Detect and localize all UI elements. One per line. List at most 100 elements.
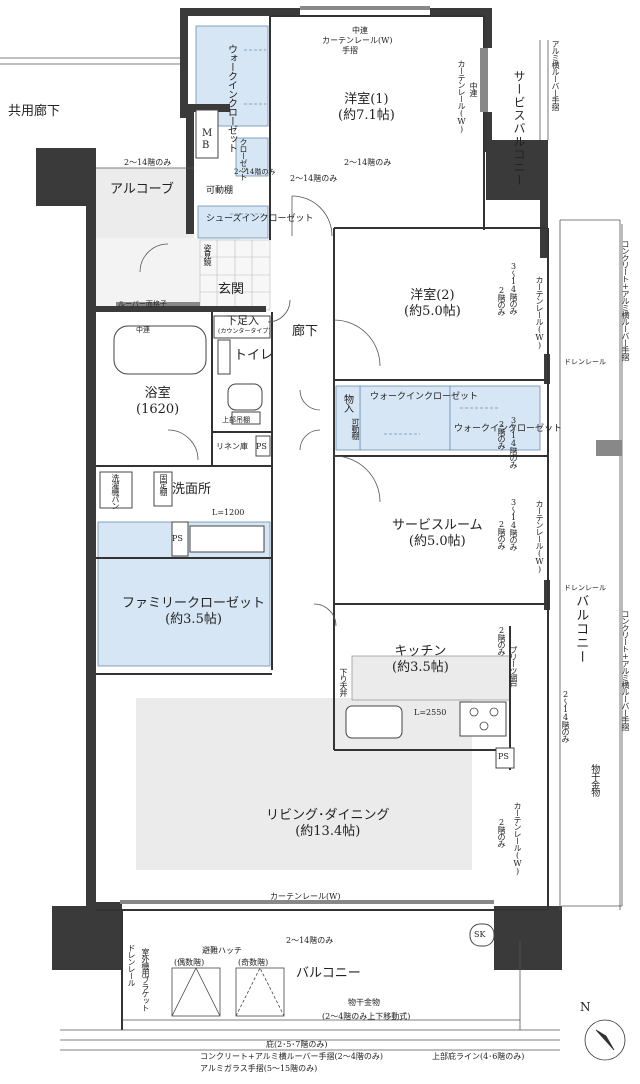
louver-lattice-label: ルーバー面格子 (118, 300, 167, 308)
window-frames (116, 6, 622, 904)
floors-balcony-right-label: 2～14階のみ (561, 690, 570, 742)
chuuren-western1-label: 中連 (469, 82, 478, 96)
living-name: リビング･ダイニング (266, 808, 390, 823)
sk-label: SK (474, 930, 486, 939)
north-compass (584, 1019, 626, 1061)
chuuren-top-label: 中連 (352, 26, 368, 35)
linen-label: リネン庫 (216, 442, 248, 451)
pleats-screen-label: プリーツ網戸 (509, 646, 518, 688)
floors-service-a-label: 3～14階のみ (509, 498, 518, 550)
even-floors-label: (偶数階) (174, 958, 205, 967)
curtain-rail-bottom-label: カーテンレール(W) (270, 892, 341, 901)
shitaashiire-sub-label: (カウンタータイプ) (218, 328, 271, 335)
walls (36, 8, 562, 970)
handrail-top-label: 手摺 (342, 46, 358, 55)
kitchen-size: (約3.5帖) (392, 660, 449, 676)
outdoor-bracket-label: 室外機用ブラケット (141, 948, 150, 1011)
mb-bottom-label: B (202, 140, 210, 151)
floors-western2-a-label: 3～14階のみ (509, 262, 518, 314)
western2-size: (約5.0帖) (404, 304, 461, 320)
clothes-hanger-bottom-sub-label: (2～4階のみ上下移動式) (322, 1012, 411, 1021)
living-size: (約13.4帖) (295, 824, 361, 840)
mirror-label: 姿見鏡 (203, 244, 212, 265)
wic3-label: ウォークインクローゼット (454, 424, 563, 434)
bath-label: 浴室 (1620) (136, 386, 179, 419)
storage-item-label: 物入 (341, 394, 353, 412)
western1-name: 洋室(1) (344, 92, 389, 107)
service-room-size: (約5.0帖) (408, 534, 466, 550)
floors-bottom-label: 2～14階のみ (286, 936, 334, 945)
clothes-hanger-bottom-label: 物干金物 (348, 998, 380, 1007)
western1-size: (約7.1帖) (338, 108, 395, 124)
service-room-name: サービスルーム (392, 518, 483, 533)
balcony-right-label: バルコニー (573, 594, 589, 664)
clothes-hanger-right-label: 物干金物 (589, 764, 600, 796)
concrete-rail-right2-label: コンクリート+アルミ横ルーバー手摺 (621, 610, 630, 730)
kitchen-label: キッチン (約3.5帖) (392, 644, 449, 677)
rail-western2-label: カーテンレール(W) (535, 276, 544, 349)
floors-right-label: 2～14階のみ (344, 158, 392, 167)
counter-length-label: L=2550 (414, 708, 447, 717)
fixed-shelf-label: 固定棚 (159, 474, 168, 495)
floors-left-label: 2～14階のみ (124, 158, 172, 167)
odd-floors-label: (奇数階) (238, 958, 269, 967)
wic1-label: ウォークインクローゼット (225, 44, 237, 152)
entrance-label: 玄関 (218, 282, 245, 297)
garden-label: 庇(2･5･7階のみ) (266, 1040, 328, 1049)
alcove-label: アルコーブ (110, 182, 174, 197)
concrete-rail-right1-label: コンクリート+アルミ横ルーバー手摺 (621, 240, 630, 360)
mb-top-label: M (202, 128, 213, 139)
bath-size: (1620) (136, 402, 180, 418)
storage-item-sub-label: 可動棚 (351, 418, 360, 439)
rail-bottom-line2-label: アルミガラス手摺(5～15階のみ) (200, 1064, 318, 1073)
family-closet-size: (約3.5帖) (165, 612, 222, 628)
drain-rail-1-label: ドレンレール (564, 358, 606, 366)
ps1-label: PS (256, 442, 267, 451)
fixtures (99, 109, 515, 947)
rail-bottom-line1-label: コンクリート+アルミ横ルーバー手摺(2～4階のみ) (200, 1052, 383, 1061)
kitchen-name: キッチン (394, 644, 447, 659)
wash-length-label: L=1200 (212, 508, 245, 517)
bath-name: 浴室 (144, 386, 171, 401)
floors-wic3-a-label: 3～14階のみ (509, 416, 518, 468)
interior-walls (96, 15, 549, 1030)
western2-label: 洋室(2) (約5.0帖) (404, 288, 461, 321)
western1-label: 洋室(1) (約7.1帖) (338, 92, 395, 125)
hallway-label: 廊下 (292, 324, 319, 339)
upper-cabinet-label: 上部吊棚 (222, 416, 250, 424)
chuuren-bath-label: 中連 (136, 326, 150, 334)
floors-service-b-label: 2階のみ (497, 520, 506, 549)
floors-wic3-b-label: 2階のみ (497, 420, 506, 449)
closet-small-label: クローゼット (239, 138, 248, 180)
family-closet-label: ファミリークローゼット (約3.5帖) (122, 596, 265, 629)
living-label: リビング･ダイニング (約13.4帖) (266, 808, 390, 841)
floors-closet-label: 2～14階のみ (234, 168, 276, 176)
family-closet-name: ファミリークローゼット (122, 596, 266, 611)
floors-western2-b-label: 2階のみ (497, 286, 506, 315)
wic2-label: ウォークインクローゼット (370, 392, 479, 402)
washroom-label: 洗面所 (172, 482, 212, 497)
hanger-rods (230, 49, 500, 435)
outline-lines (0, 40, 623, 1051)
floors-kitchen-label: 2階のみ (497, 626, 506, 655)
drain-rail-bottom-label: ドレンレール (127, 944, 136, 986)
genkan-tile (199, 239, 271, 311)
rail-living-label: カーテンレール(W) (513, 802, 522, 875)
north-label: N (580, 1000, 591, 1014)
toilet-label: トイレ (234, 348, 274, 363)
drop-ceiling-label: 下り天井 (339, 668, 348, 696)
washer-pan-label: 洗濯機パン (111, 474, 120, 509)
ps2-label: PS (172, 534, 183, 543)
common-corridor-label: 共用廊下 (8, 104, 61, 119)
rail-service-label: カーテンレール(W) (535, 500, 544, 573)
evac-hatch-label: 避難ハッチ (202, 946, 242, 955)
shelf-label: 可動棚 (206, 186, 234, 196)
living-tile-cutout (136, 698, 312, 772)
stove-burners (469, 707, 499, 731)
upper-eaves-label: 上部庇ライン(4･6階のみ) (432, 1052, 525, 1061)
aluminum-handrail-top-label: アルミ横ルーバー手摺 (551, 40, 560, 110)
balcony-bottom-label: バルコニー (296, 966, 361, 981)
curtain-rail-western1-label: カーテンレール(W) (457, 60, 466, 133)
floors-living-label: 2階のみ (497, 818, 506, 847)
